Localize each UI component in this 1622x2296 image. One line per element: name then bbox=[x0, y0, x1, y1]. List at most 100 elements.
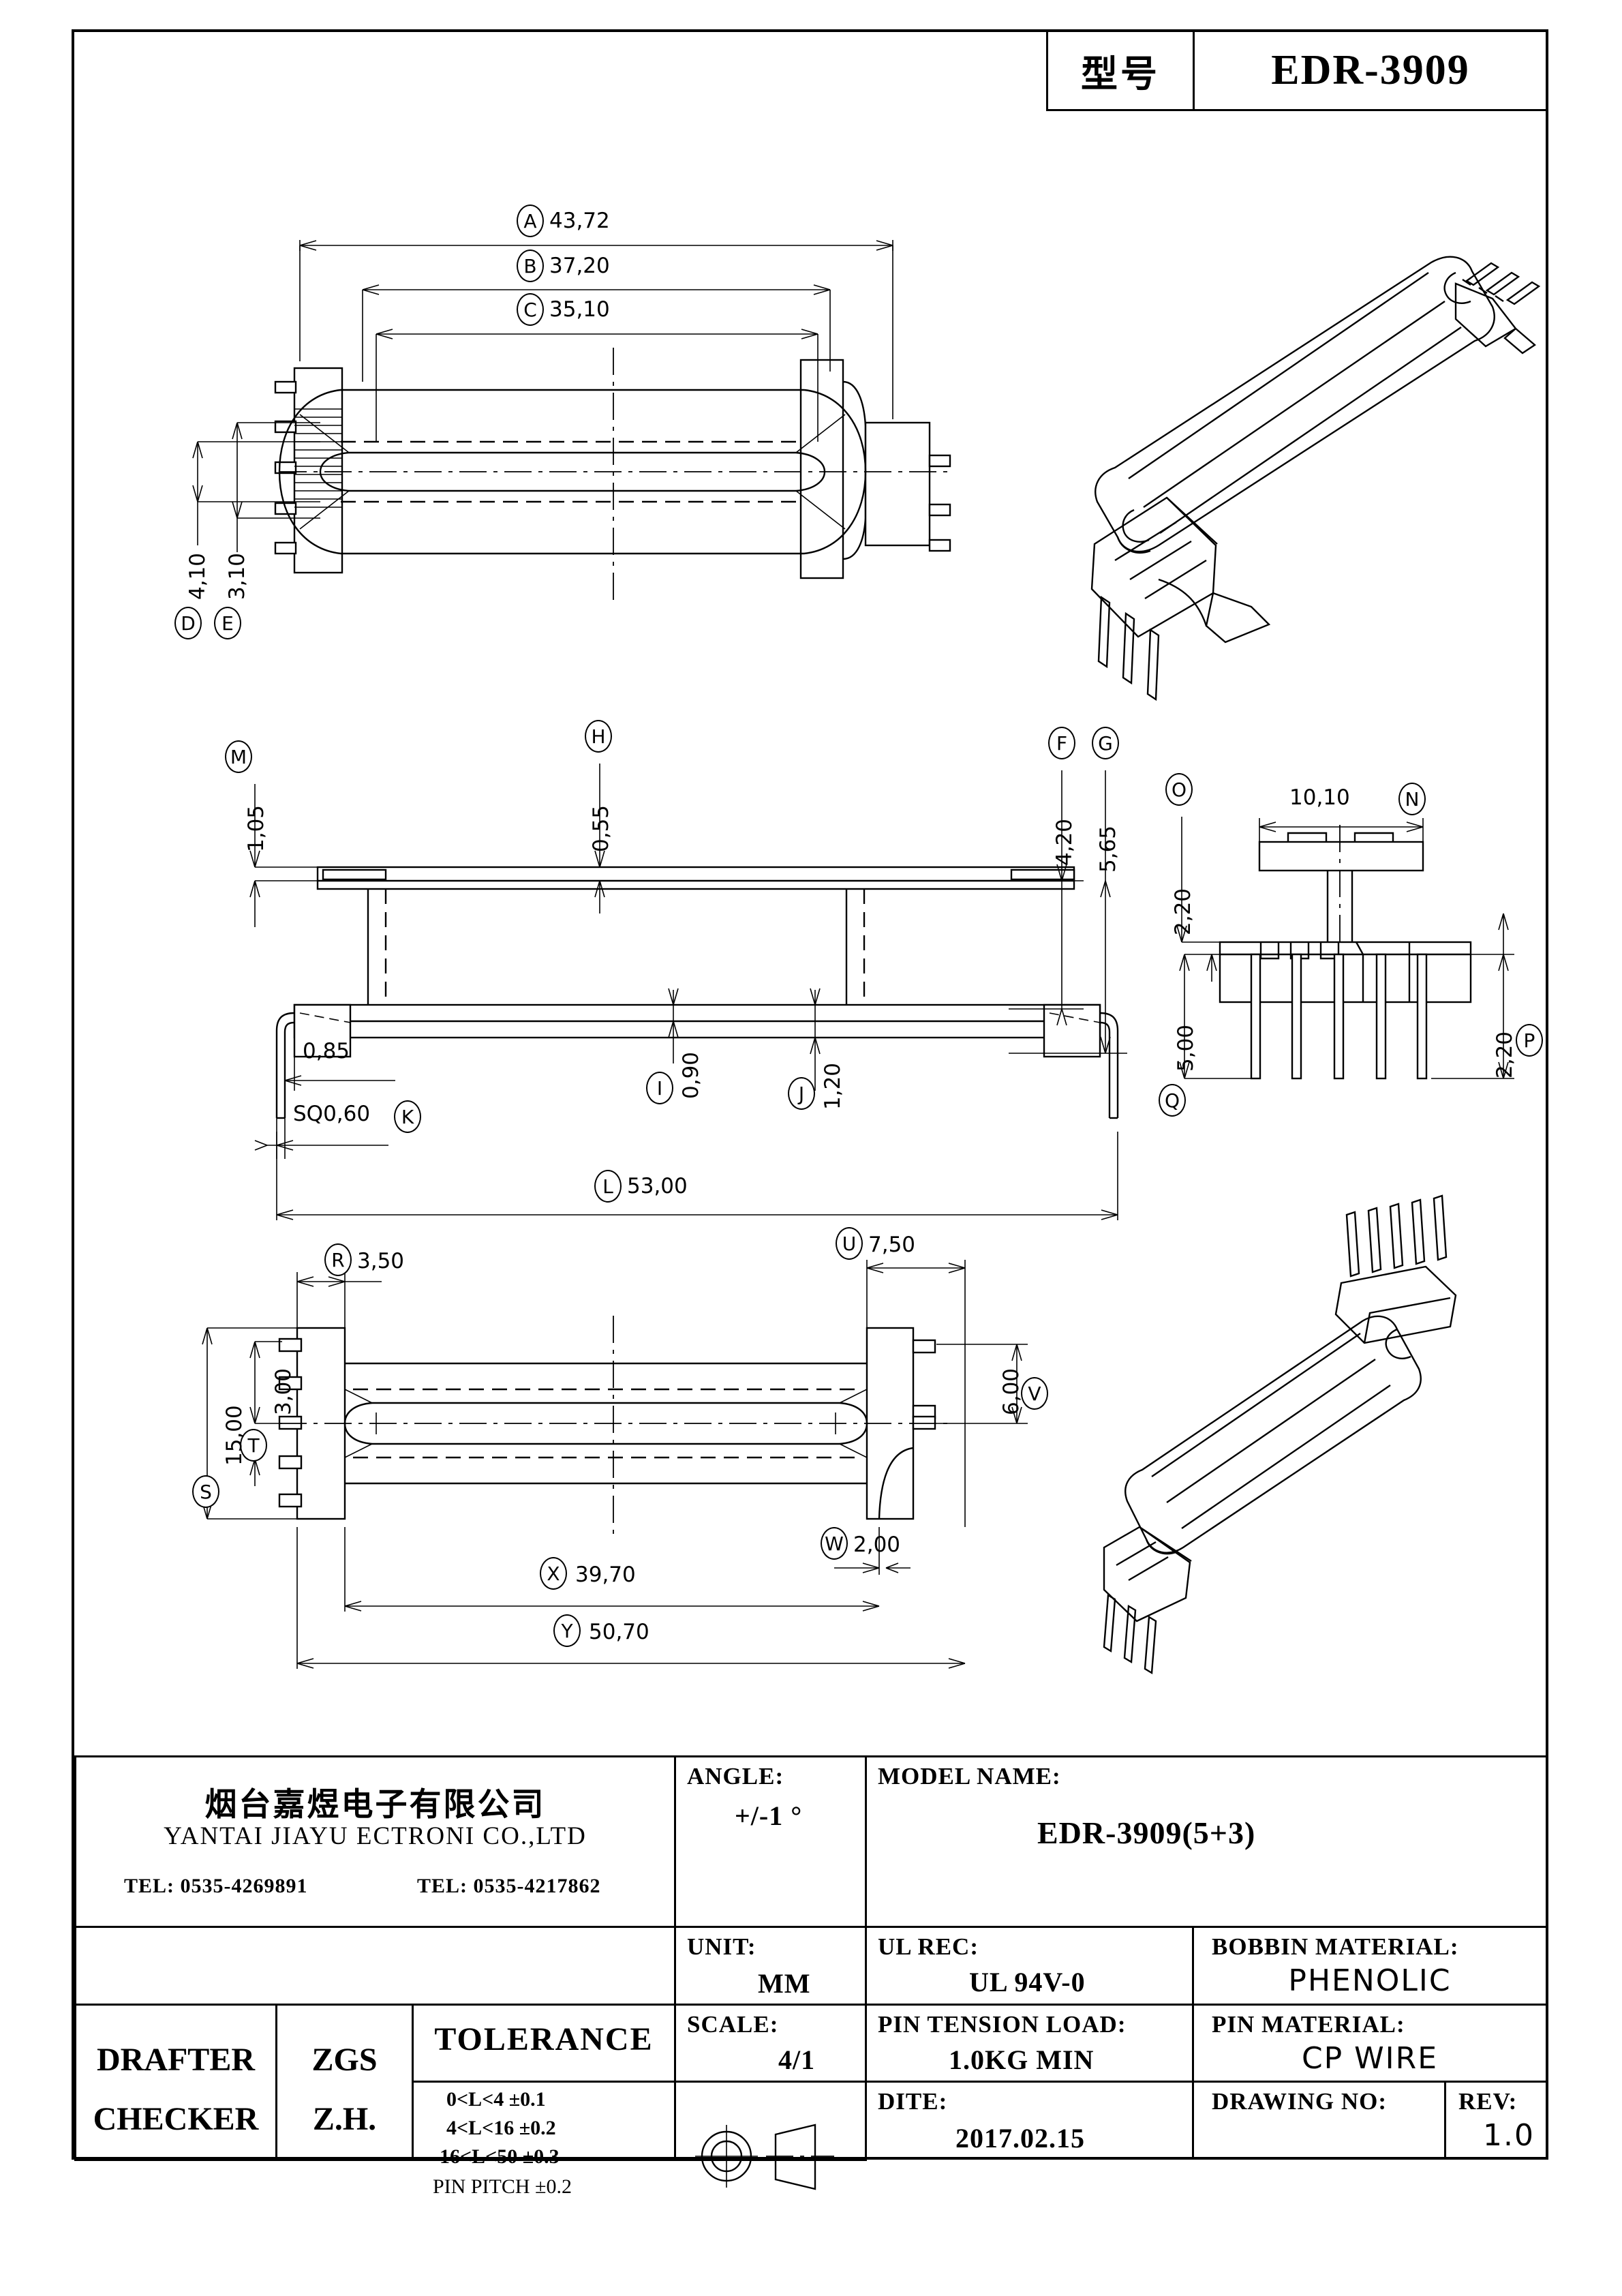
pin-material-value: CP WIRE bbox=[1301, 2041, 1439, 2076]
dim-value-C: 35,10 bbox=[549, 297, 610, 322]
dim-value-W: 2,00 bbox=[853, 1532, 901, 1557]
date-value: 2017.02.15 bbox=[955, 2123, 1085, 2154]
dim-bubble-T: T bbox=[240, 1429, 267, 1462]
checker-value-cell: Z.H. bbox=[275, 2101, 414, 2161]
scale-cell: SCALE: 4/1 bbox=[674, 2004, 867, 2083]
checker-label-cell: CHECKER bbox=[74, 2101, 277, 2161]
model-name-cell: MODEL NAME: EDR-3909(5+3) bbox=[865, 1755, 1548, 1928]
model-name-value: EDR-3909(5+3) bbox=[1037, 1815, 1256, 1850]
dim-bubble-G: G bbox=[1092, 727, 1119, 759]
spacer-cell bbox=[74, 1927, 676, 2005]
dim-bubble-P: P bbox=[1516, 1024, 1543, 1057]
dim-bubble-C: C bbox=[517, 293, 544, 326]
model-label: 型号 bbox=[1048, 31, 1195, 109]
model-header-box: 型号 EDR-3909 bbox=[1046, 29, 1548, 111]
dim-bubble-X: X bbox=[540, 1557, 567, 1590]
dim-bubble-Y: Y bbox=[553, 1614, 581, 1647]
dim-bubble-B: B bbox=[517, 250, 544, 282]
dim-bubble-O: O bbox=[1165, 773, 1193, 806]
tolerance-row-1: 4<L<16 ±0.2 bbox=[446, 2117, 556, 2139]
tolerance-row-3: PIN PITCH ±0.2 bbox=[433, 2175, 572, 2198]
dim-bubble-Q: Q bbox=[1159, 1084, 1186, 1117]
unit-label: UNIT: bbox=[687, 1933, 756, 1960]
drawing-no-label: DRAWING NO: bbox=[1212, 2088, 1387, 2115]
dim-bubble-S: S bbox=[192, 1475, 219, 1508]
angle-label: ANGLE: bbox=[687, 1763, 784, 1789]
company-tel-1: TEL: 0535-4269891 bbox=[124, 1875, 308, 1897]
rev-value: 1.0 bbox=[1483, 2118, 1535, 2153]
dim-bubble-V: V bbox=[1021, 1377, 1048, 1410]
dim-bubble-N: N bbox=[1398, 783, 1426, 815]
ul-rec-label: UL REC: bbox=[878, 1933, 979, 1960]
dim-bubble-R: R bbox=[324, 1243, 352, 1276]
dim-bubble-J: J bbox=[788, 1077, 815, 1110]
dim-bubble-K: K bbox=[394, 1100, 421, 1133]
dim-value-U: 7,50 bbox=[868, 1233, 916, 1257]
unit-value: MM bbox=[758, 1968, 811, 1999]
tolerance-header: TOLERANCE bbox=[434, 2021, 654, 2057]
dim-value-B: 37,20 bbox=[549, 254, 610, 278]
bobbin-material-cell: BOBBIN MATERIAL: PHENOLIC bbox=[1192, 1926, 1548, 2006]
dim-bubble-I: I bbox=[646, 1072, 673, 1104]
company-tel-2: TEL: 0535-4217862 bbox=[417, 1875, 601, 1897]
tolerance-rows-cell: 0<L<4 ±0.1 4<L<16 ±0.2 16<L<50 ±0.3 PIN … bbox=[412, 2081, 676, 2198]
dim-bubble-E: E bbox=[214, 607, 241, 639]
model-value: EDR-3909 bbox=[1271, 46, 1470, 93]
pin-tension-value: 1.0KG MIN bbox=[949, 2044, 1095, 2075]
unit-cell: UNIT: MM bbox=[674, 1926, 867, 2006]
scale-label: SCALE: bbox=[687, 2011, 779, 2038]
model-name-label: MODEL NAME: bbox=[878, 1763, 1061, 1789]
drawing-no-cell: DRAWING NO: bbox=[1192, 2081, 1446, 2159]
dim-bubble-D: D bbox=[174, 607, 202, 639]
dim-value-N: 10,10 bbox=[1289, 785, 1350, 810]
dim-bubble-M: M bbox=[225, 740, 252, 773]
bobbin-material-value: PHENOLIC bbox=[1288, 1963, 1452, 1998]
tolerance-row-2: 16<L<50 ±0.3 bbox=[440, 2145, 560, 2168]
pin-tension-cell: PIN TENSION LOAD: 1.0KG MIN bbox=[865, 2004, 1194, 2083]
angle-cell: ANGLE: +/-1 ° bbox=[674, 1755, 867, 1928]
dim-value-085: 0,85 bbox=[303, 1039, 350, 1063]
date-cell: DITE: 2017.02.15 bbox=[865, 2081, 1194, 2159]
dim-bubble-F: F bbox=[1048, 727, 1075, 759]
pin-tension-label: PIN TENSION LOAD: bbox=[878, 2011, 1127, 2038]
checker-label: CHECKER bbox=[93, 2101, 259, 2137]
tolerance-header-cell: TOLERANCE bbox=[412, 2004, 676, 2083]
dim-value-Y: 50,70 bbox=[589, 1620, 649, 1644]
tolerance-row-0: 0<L<4 ±0.1 bbox=[446, 2088, 546, 2111]
dim-bubble-U: U bbox=[836, 1227, 863, 1260]
bobbin-material-label: BOBBIN MATERIAL: bbox=[1212, 1933, 1459, 1960]
dim-bubble-A: A bbox=[517, 205, 544, 237]
company-name-en: YANTAI JIAYU ECTRONI CO.,LTD bbox=[164, 1822, 587, 1850]
ul-rec-cell: UL REC: UL 94V-0 bbox=[865, 1926, 1194, 2006]
date-label: DITE: bbox=[878, 2088, 948, 2115]
dim-bubble-H: H bbox=[585, 720, 612, 753]
dim-value-K: SQ0,60 bbox=[293, 1102, 371, 1126]
dim-value-R: 3,50 bbox=[357, 1249, 405, 1273]
drafter-value-cell: ZGS bbox=[275, 2004, 414, 2159]
dim-bubble-W: W bbox=[821, 1527, 848, 1560]
ul-rec-value: UL 94V-0 bbox=[969, 1967, 1086, 1997]
drafter-label-cell: DRAFTER bbox=[74, 2004, 277, 2159]
projection-symbol-cell[interactable] bbox=[674, 2081, 867, 2190]
title-block: 烟台嘉煜电子有限公司 YANTAI JIAYU ECTRONI CO.,LTD … bbox=[74, 1755, 1548, 2198]
pin-material-cell: PIN MATERIAL: CP WIRE bbox=[1192, 2004, 1548, 2083]
dim-bubble-L: L bbox=[594, 1170, 622, 1203]
rev-cell: REV: 1.0 bbox=[1444, 2081, 1548, 2159]
dim-value-A: 43,72 bbox=[549, 209, 610, 233]
rev-label: REV: bbox=[1458, 2088, 1518, 2115]
dim-value-X: 39,70 bbox=[575, 1562, 636, 1587]
checker-value: Z.H. bbox=[312, 2101, 377, 2137]
dim-value-L: 53,00 bbox=[627, 1174, 688, 1198]
scale-value: 4/1 bbox=[778, 2044, 816, 2075]
first-angle-projection-icon bbox=[695, 2124, 834, 2190]
drafter-label: DRAFTER bbox=[96, 2042, 255, 2078]
angle-value: +/-1 ° bbox=[735, 1800, 803, 1831]
pin-material-label: PIN MATERIAL: bbox=[1212, 2011, 1405, 2038]
